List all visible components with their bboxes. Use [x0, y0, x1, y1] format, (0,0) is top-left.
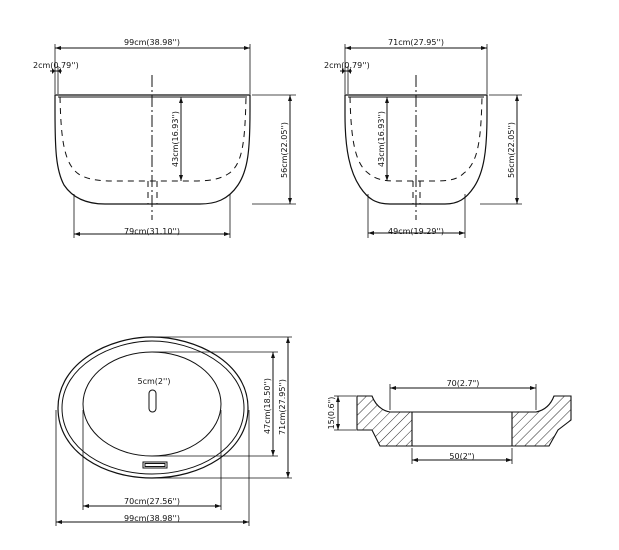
- side-tub-outline: [344, 94, 488, 205]
- front-rim-label: 2cm(0.79''): [33, 61, 79, 70]
- side-height-label: 56cm(22.05''): [507, 122, 516, 178]
- drain-icon: [148, 389, 157, 413]
- drain-top-width-label: 70(2.7"): [447, 379, 480, 388]
- side-view: 71cm(27.95'') 2cm(0.79'') 43cm(16.93'') …: [324, 38, 522, 238]
- front-view: 99cm(38.98'') 2cm(0.79'') 43cm(16.93'') …: [33, 38, 296, 238]
- side-rim-label: 2cm(0.79''): [324, 61, 370, 70]
- side-width-label: 71cm(27.95''): [388, 38, 444, 47]
- front-height-label: 56cm(22.05''): [280, 122, 289, 178]
- top-outer-width-label: 71cm(27.95''): [278, 379, 287, 435]
- top-inner-basin: [82, 351, 222, 457]
- top-inner-length-label: 70cm(27.56''): [124, 497, 180, 506]
- drain-height-label: 15(0.6"): [327, 397, 336, 430]
- top-outer-rim: [57, 336, 249, 479]
- front-base-label: 79cm(31.10''): [124, 227, 180, 236]
- overflow-plate-icon: [142, 461, 168, 469]
- top-outer-length-label: 99cm(38.98''): [124, 514, 180, 523]
- top-view: 5cm(2'') 47cm(18.50'') 71cm(27.95'') 70c…: [55, 336, 292, 526]
- top-inner-width-label: 47cm(18.50''): [263, 378, 272, 434]
- drain-bottom-width-label: 50(2"): [449, 452, 474, 461]
- side-base-label: 49cm(19.29''): [388, 227, 444, 236]
- drain-size-label: 5cm(2''): [137, 377, 170, 386]
- front-depth-label: 43cm(16.93''): [171, 111, 180, 167]
- drain-section-right-hatch: [511, 395, 572, 447]
- drain-section-view: 70(2.7") 15(0.6") 50(2"): [327, 379, 572, 464]
- side-depth-label: 43cm(16.93''): [377, 111, 386, 167]
- drain-section-left-hatch: [356, 395, 413, 447]
- front-width-label: 99cm(38.98''): [124, 38, 180, 47]
- front-tub-outline: [54, 94, 251, 205]
